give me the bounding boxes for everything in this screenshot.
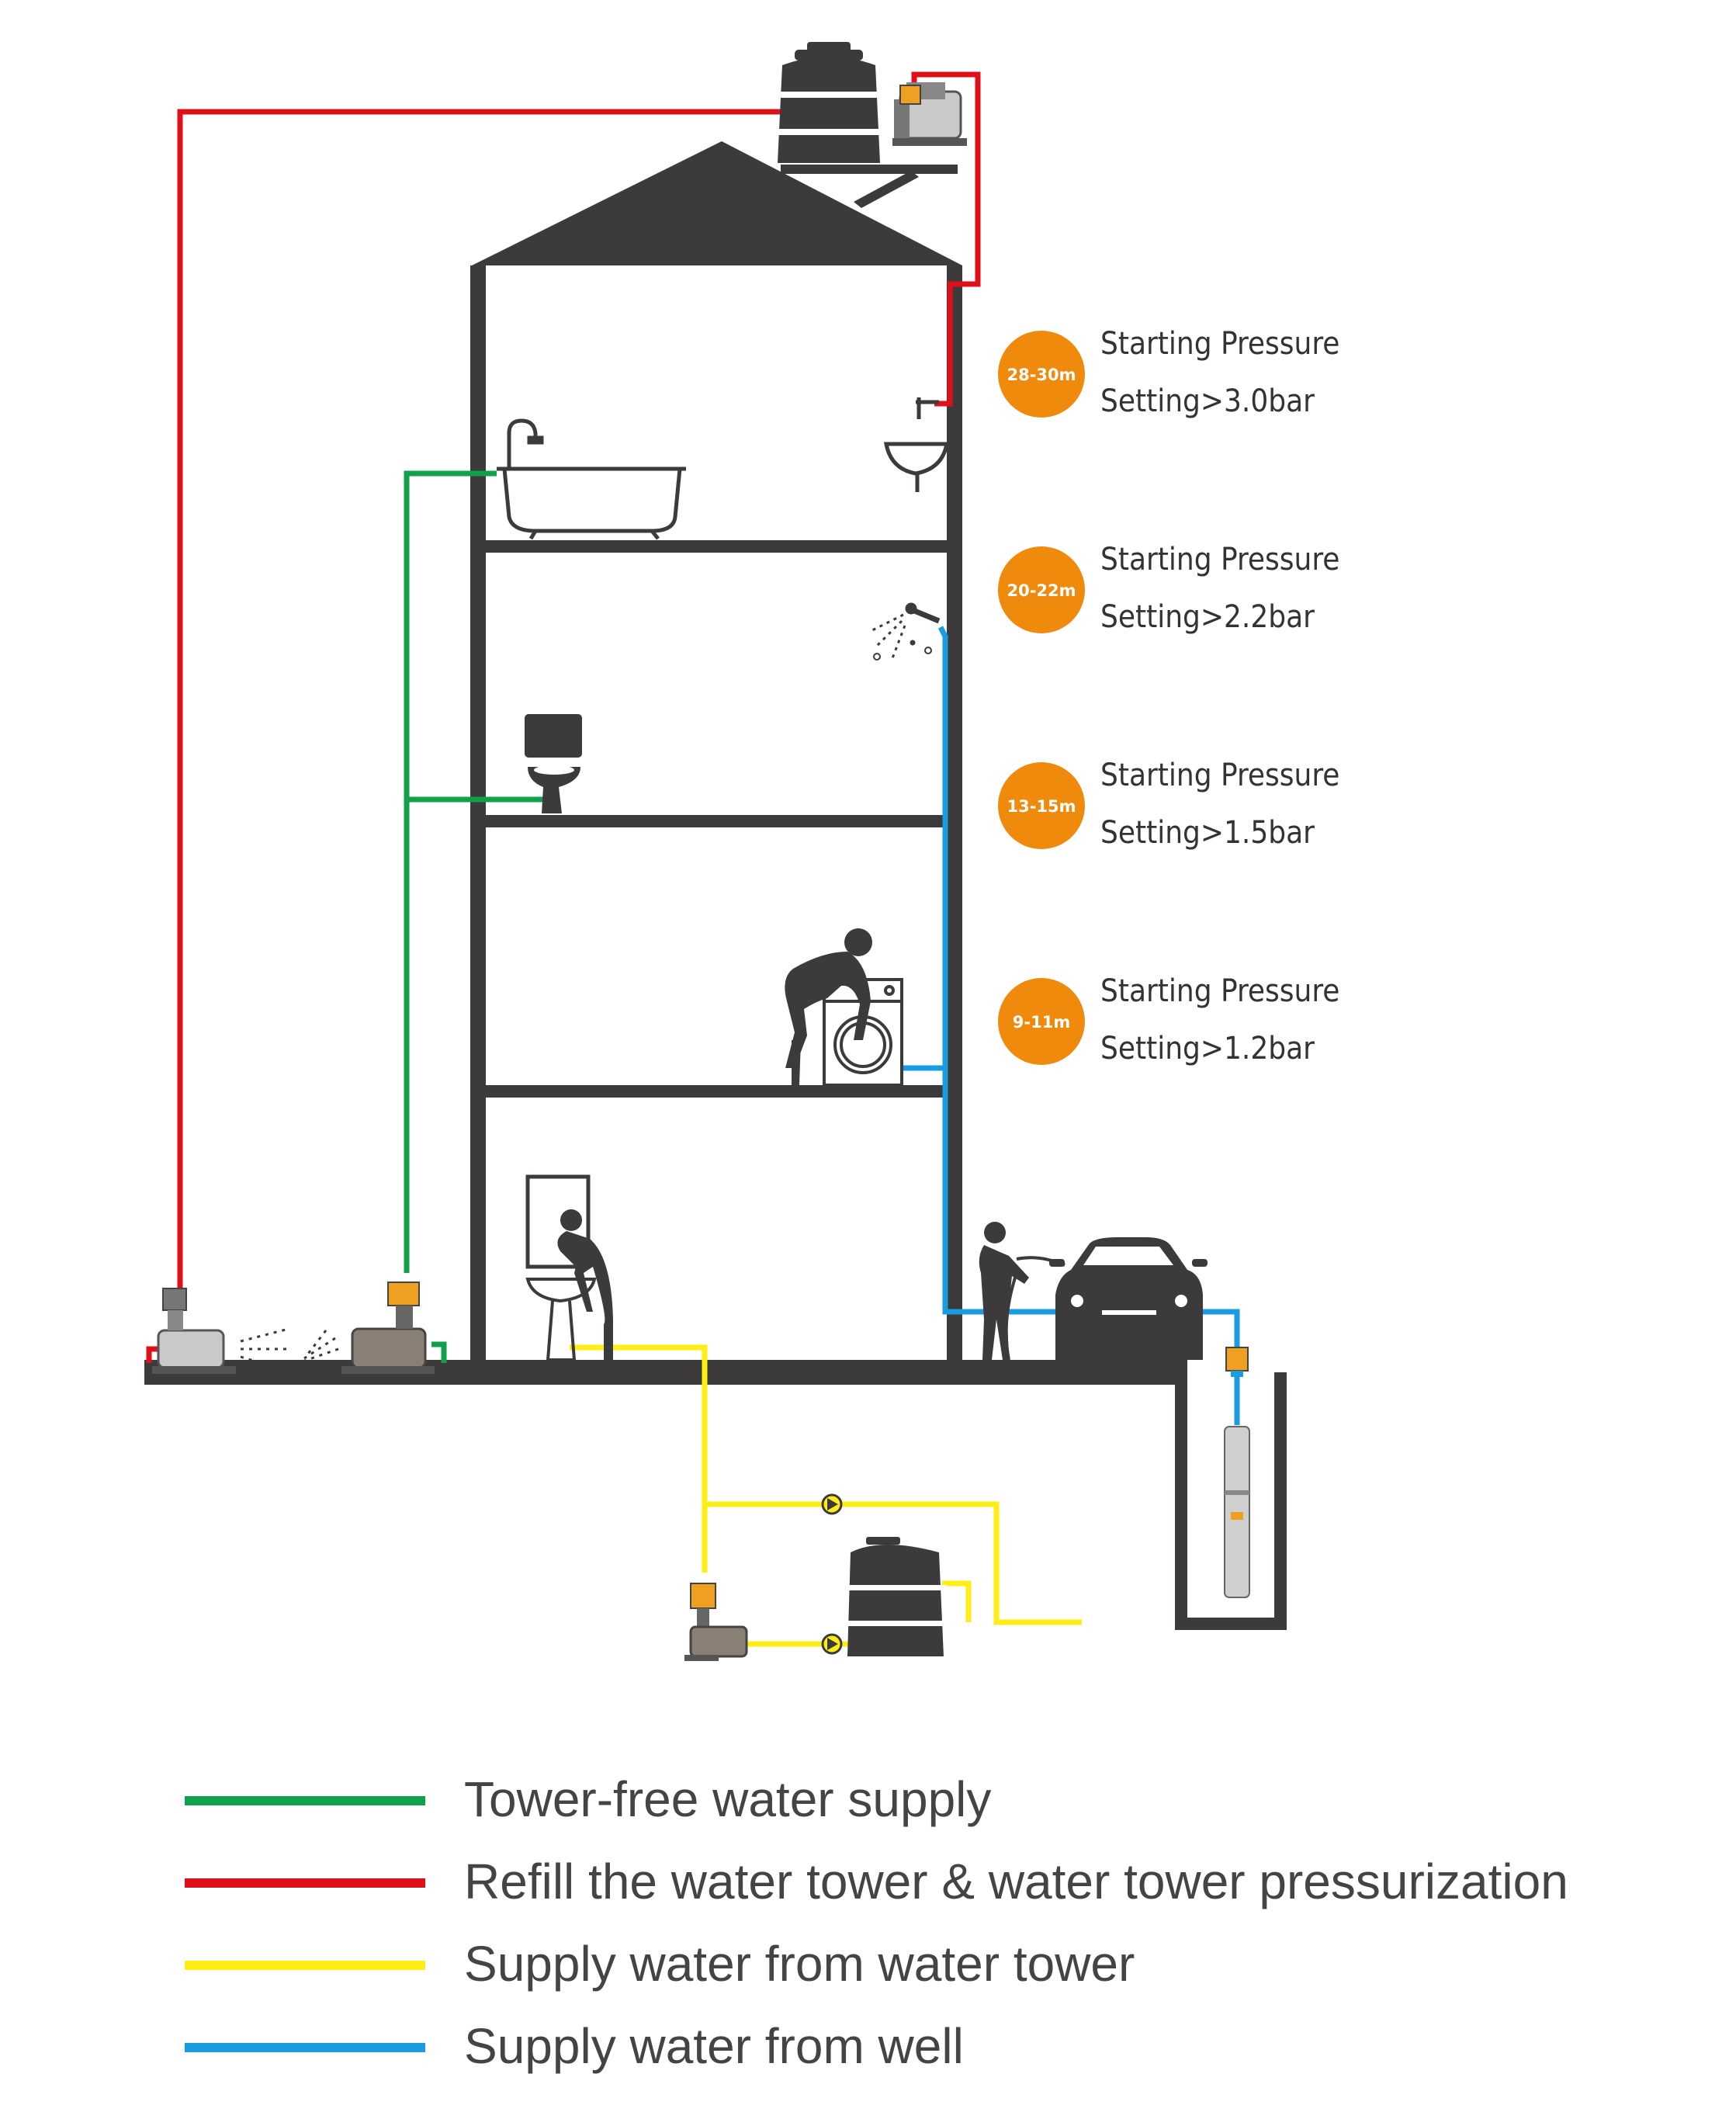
- underground-booster-pump-icon: [684, 1583, 748, 1661]
- legend-label: Tower-free water supply: [464, 1771, 991, 1827]
- legend-swatch: [185, 1796, 425, 1805]
- well-wall-right: [1274, 1372, 1287, 1630]
- submersible-pump-icon: [1224, 1426, 1250, 1598]
- floor-3: [470, 540, 962, 553]
- washbasin-icon: [883, 397, 950, 492]
- washing-machine-icon: [823, 978, 903, 1087]
- height-badge-label: 28-30m: [1007, 366, 1076, 384]
- well-bottom: [1175, 1618, 1287, 1630]
- toilet-icon: [525, 714, 582, 813]
- floor-1: [470, 1085, 951, 1098]
- pressure-label-line1: Starting Pressure: [1100, 973, 1339, 1009]
- height-badge-label: 9-11m: [1013, 1013, 1070, 1032]
- pressure-label-line2: Setting>3.0bar: [1100, 383, 1315, 419]
- pressure-label-line1: Starting Pressure: [1100, 326, 1339, 362]
- roof-platform: [781, 165, 958, 174]
- well-wall-left: [1175, 1372, 1187, 1630]
- shower-icon: [871, 602, 941, 661]
- building: [144, 141, 1287, 1630]
- legend-swatch: [185, 1961, 425, 1970]
- sprinkler-icon: [240, 1327, 340, 1372]
- red-pipe-tower-pump: [911, 71, 981, 407]
- green-booster-pump-icon: [341, 1281, 435, 1374]
- pressure-label-line2: Setting>2.2bar: [1100, 599, 1315, 635]
- pressure-label-line2: Setting>1.2bar: [1100, 1031, 1315, 1066]
- yellow-pipe-basin: [570, 1344, 708, 1573]
- yellow-pipe-top-loop: [705, 1501, 1082, 1625]
- legend-item-red: Refill the water tower & water tower pre…: [185, 1854, 1568, 1909]
- person-laundry-icon: [785, 928, 872, 1085]
- check-valve-icon: [821, 1493, 843, 1515]
- height-badge: [998, 546, 1085, 633]
- person-washing-car-icon: [979, 1222, 1029, 1360]
- green-pipe-main: [404, 470, 497, 1273]
- car-icon: [1004, 1237, 1208, 1361]
- height-badge: [998, 331, 1085, 418]
- platform-strut: [854, 171, 919, 208]
- bathtub-icon: [497, 418, 686, 540]
- pressure-level-1: 28-30m Starting Pressure Setting>3.0bar: [998, 326, 1339, 419]
- underground-water-tank-icon: [844, 1537, 947, 1656]
- check-valve-icon: [821, 1633, 843, 1655]
- roof-water-tank-icon: [776, 42, 882, 163]
- legend-label: Supply water from well: [464, 2018, 964, 2074]
- height-badge-label: 20-22m: [1007, 581, 1076, 600]
- pedestal-basin-icon: [525, 1278, 597, 1361]
- green-pipes: [404, 470, 543, 1363]
- green-pipe-pump-stub: [431, 1341, 447, 1363]
- pressure-label-line2: Setting>1.5bar: [1100, 815, 1315, 851]
- mirror-icon: [525, 1174, 591, 1269]
- legend: Tower-free water supply Refill the water…: [185, 1771, 1568, 2074]
- legend-item-green: Tower-free water supply: [185, 1771, 991, 1827]
- yellow-pipes: [570, 1344, 1082, 1647]
- height-badge: [998, 978, 1085, 1065]
- legend-item-yellow: Supply water from water tower: [185, 1936, 1135, 1992]
- person-washing-icon: [557, 1209, 613, 1360]
- legend-label: Refill the water tower & water tower pre…: [464, 1854, 1568, 1909]
- floor-2: [470, 815, 951, 827]
- red-pipe-main: [177, 109, 785, 1304]
- well-pressure-switch-icon: [1225, 1347, 1249, 1377]
- red-booster-pump-icon: [152, 1288, 236, 1374]
- pressure-label-line1: Starting Pressure: [1100, 758, 1339, 793]
- pressure-level-2: 20-22m Starting Pressure Setting>2.2bar: [998, 542, 1339, 635]
- legend-swatch: [185, 1878, 425, 1888]
- legend-swatch: [185, 2043, 425, 2052]
- pressure-level-3: 13-15m Starting Pressure Setting>1.5bar: [998, 758, 1339, 851]
- height-badge: [998, 762, 1085, 849]
- pressure-level-4: 9-11m Starting Pressure Setting>1.2bar: [998, 973, 1339, 1066]
- roof: [472, 141, 962, 265]
- roof-booster-pump-icon: [892, 82, 967, 146]
- pressure-label-line1: Starting Pressure: [1100, 542, 1339, 577]
- legend-label: Supply water from water tower: [464, 1936, 1135, 1992]
- legend-item-blue: Supply water from well: [185, 2018, 964, 2074]
- height-badge-label: 13-15m: [1007, 797, 1076, 816]
- yellow-pipe-tank-out: [942, 1580, 972, 1622]
